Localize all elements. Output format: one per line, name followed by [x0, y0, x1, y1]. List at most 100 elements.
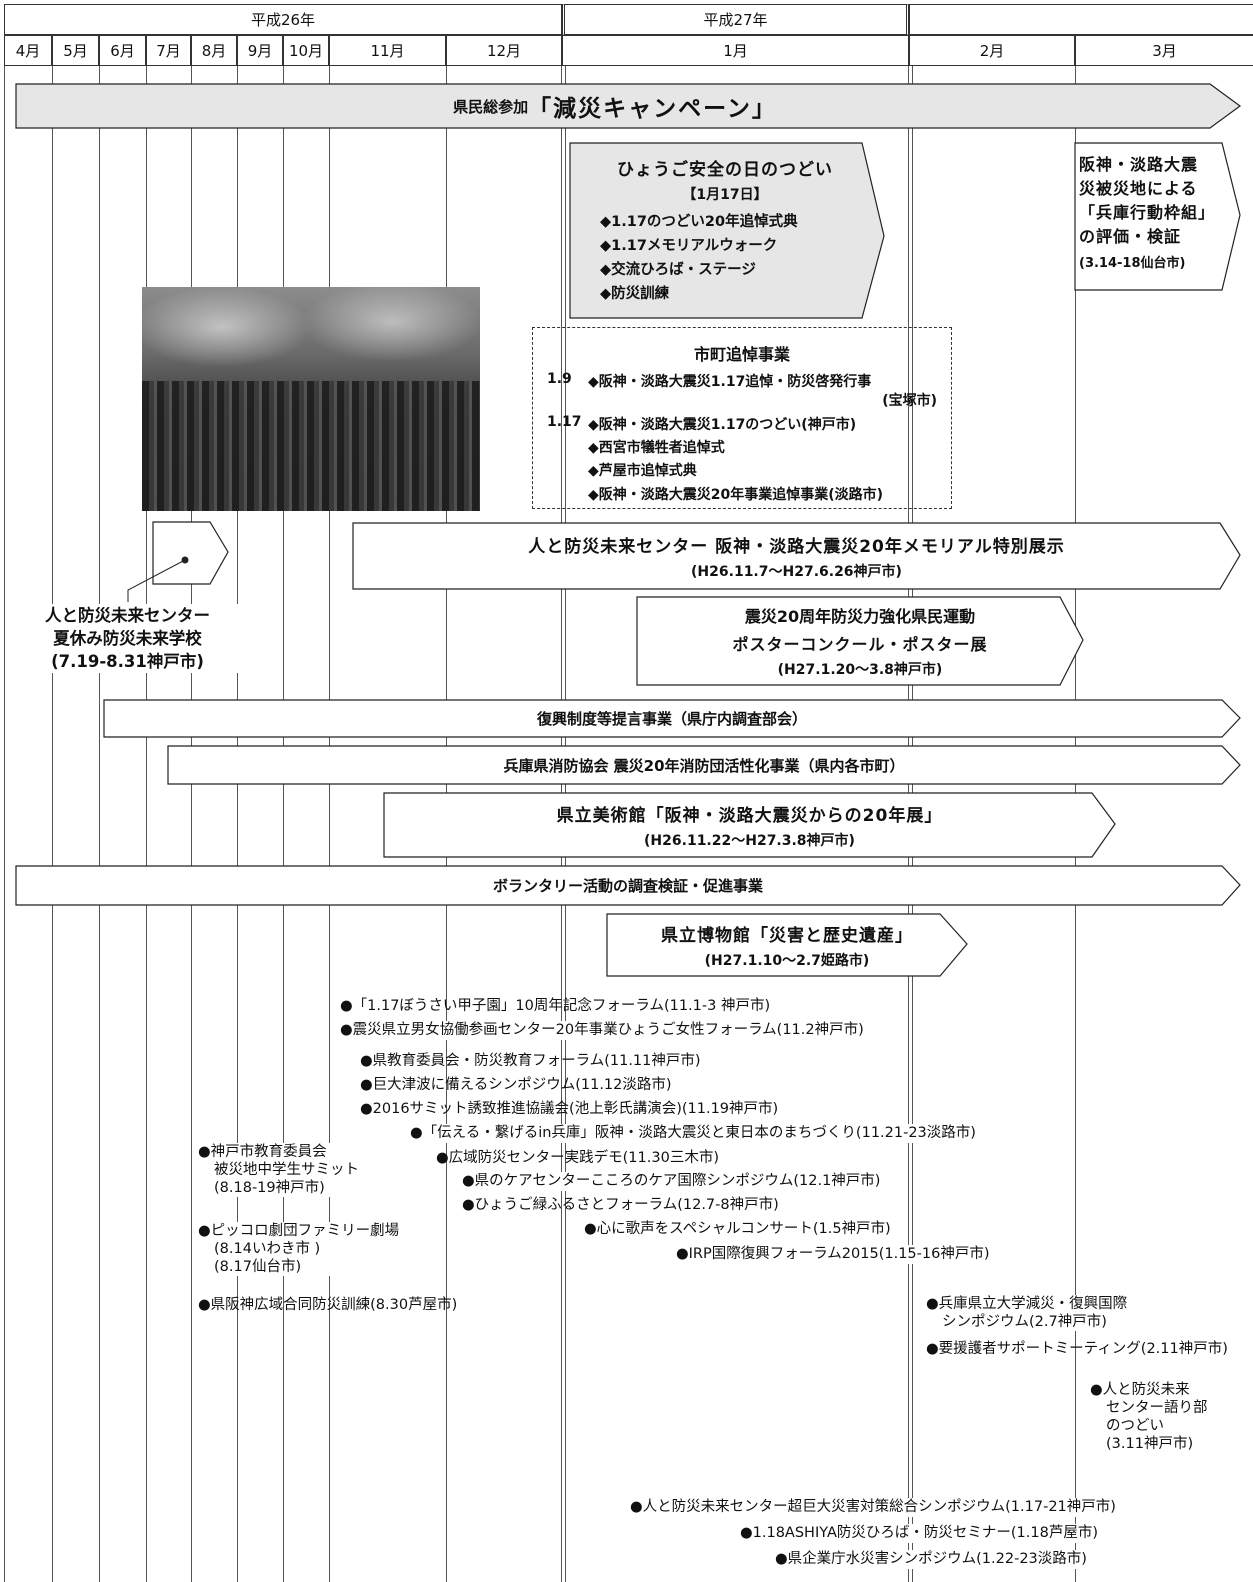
sendai-box: 阪神・淡路大震災被災地による「兵庫行動枠組」の評価・検証 (3.14-18仙台市…: [1079, 153, 1229, 271]
campaign-prefix: 県民総参加: [453, 97, 529, 116]
event-item: ●「伝える・繋げるin兵庫」阪神・淡路大震災と東日本のまちづくり(11.21-2…: [410, 1124, 976, 1143]
month-gridline: [99, 66, 100, 1582]
memorial-date-2: 1.17: [547, 414, 582, 430]
month-gridline: [191, 66, 192, 1582]
center-exhibit-title: 人と防災未来センター 阪神・淡路大震災20年メモリアル特別展示: [528, 536, 1065, 557]
tsudoi-item: ◆1.17メモリアルウォーク: [600, 238, 778, 254]
summit-line: (8.18-19神戸市): [214, 1180, 325, 1196]
kataribe-line: (3.11神戸市): [1106, 1436, 1194, 1452]
piccolo-line: (8.14いわき市 ): [214, 1241, 321, 1257]
kataribe-line: のつどい: [1106, 1418, 1164, 1434]
memorial-line-1: ◆阪神・淡路大震災1.17追悼・防災啓発行事: [588, 374, 872, 390]
univ-event: ●兵庫県立大学減災・復興国際シンポジウム(2.7神戸市): [926, 1295, 1186, 1331]
memorial-line-2: ◆阪神・淡路大震災1.17のつどい(神戸市): [588, 417, 857, 433]
tsudoi-items: ◆1.17のつどい20年追悼式典 ◆1.17メモリアルウォーク ◆交流ひろば・ステー…: [600, 210, 870, 306]
event-item: ●ひょうご緑ふるさとフォーラム(12.7-8神戸市): [462, 1197, 779, 1213]
kataribe-event: ●人と防災未来センター語り部のつどい(3.11神戸市): [1090, 1381, 1230, 1453]
month-header: 8月: [191, 35, 237, 66]
piccolo-line: (8.17仙台市): [214, 1259, 302, 1275]
history-museum-sub: (H27.1.10～2.7姫路市): [704, 952, 870, 969]
fire-label: 兵庫県消防協会 震災20年消防団活性化事業（県内各市町）: [503, 756, 905, 775]
history-museum-label: 県立博物館「災害と歴史遺産」 (H27.1.10～2.7姫路市): [607, 914, 967, 976]
month-header: 9月: [237, 35, 283, 66]
month-header: 6月: [99, 35, 146, 66]
event-item: ●県教育委員会・防災教育フォーラム(11.11神戸市): [360, 1053, 701, 1069]
summit-event: ●神戸市教育委員会被災地中学生サミット (8.18-19神戸市): [198, 1143, 398, 1197]
campaign-title: 「減災キャンペーン」: [528, 96, 777, 122]
piccolo-event: ●ピッコロ劇団ファミリー劇場 (8.14いわき市 ) (8.17仙台市): [198, 1222, 438, 1276]
memorial-line-4: ◆芦屋市追悼式典: [588, 463, 697, 479]
event-item: ●IRP国際復興フォーラム2015(1.15-16神戸市): [676, 1245, 990, 1264]
month-gridline: [4, 66, 5, 1582]
center-exhibit-sub: (H26.11.7～H27.6.26神戸市): [691, 563, 902, 580]
event-item: ●心に歌声をスペシャルコンサート(1.5神戸市): [584, 1220, 891, 1239]
event-item: ●広域防災センター実践デモ(11.30三木市): [436, 1150, 719, 1166]
poster-label: 震災20周年防災力強化県民運動 ポスターコンクール・ポスター展 (H27.1.2…: [637, 597, 1083, 685]
poster-line-2: ポスターコンクール・ポスター展: [732, 635, 988, 654]
kataribe-line: センター語り部: [1106, 1400, 1208, 1416]
event-item: ●1.18ASHIYA防災ひろば・防災セミナー(1.18芦屋市): [740, 1524, 1098, 1543]
campaign-label: 県民総参加 「減災キャンペーン」: [380, 84, 850, 128]
sendai-line: 災被災地による: [1079, 179, 1198, 198]
tsudoi-box: ひょうご安全の日のつどい 【1月17日】 ◆1.17のつどい20年追悼式典◆1.…: [580, 155, 870, 306]
sendai-lines: 阪神・淡路大震災被災地による「兵庫行動枠組」の評価・検証: [1079, 153, 1229, 249]
piccolo-line: ●ピッコロ劇団ファミリー劇場: [198, 1223, 400, 1239]
art-museum-label: 県立美術館「阪神・淡路大震災からの20年展」 (H26.11.22～H27.3.…: [384, 793, 1115, 857]
month-header: 3月: [1075, 35, 1253, 66]
summer-school-line: (7.19-8.31神戸市): [51, 652, 204, 671]
event-item: ●2016サミット誘致推進協議会(池上彰氏講演会)(11.19神戸市): [360, 1101, 779, 1117]
era-label: 平成27年: [703, 11, 768, 29]
tsudoi-item: ◆1.17のつどい20年追悼式典: [600, 214, 798, 230]
history-museum-title: 県立博物館「災害と歴史遺産」: [661, 925, 913, 946]
month-header: 1月: [562, 35, 909, 66]
support-event: ●要援護者サポートミーティング(2.11神戸市): [926, 1341, 1228, 1357]
month-gridline: [329, 66, 330, 1582]
art-museum-title: 県立美術館「阪神・淡路大震災からの20年展」: [556, 805, 943, 826]
univ-line: シンポジウム(2.7神戸市): [942, 1314, 1107, 1330]
volunteer-label: ボランタリー活動の調査検証・促進事業: [492, 877, 763, 895]
memorial-line-3: ◆西宮市犠牲者追悼式: [588, 440, 725, 456]
month-gridline: [283, 66, 284, 1582]
ceremony-photo: [142, 287, 480, 511]
memorial-line-5: ◆阪神・淡路大震災20年事業追悼事業(淡路市): [588, 487, 884, 503]
sendai-line: の評価・検証: [1079, 227, 1182, 246]
era-label: 平成26年: [250, 11, 316, 29]
event-item: ●県企業庁水災害シンポジウム(1.22-23淡路市): [775, 1550, 1087, 1569]
month-header: 4月: [4, 35, 52, 66]
month-header: 5月: [52, 35, 99, 66]
month-header: 2月: [909, 35, 1075, 66]
tsudoi-title: ひょうご安全の日のつどい: [617, 160, 833, 180]
summer-school-line: 夏休み防災未来学校: [53, 629, 202, 648]
month-header: 10月: [283, 35, 329, 66]
event-item: ●巨大津波に備えるシンポジウム(11.12淡路市): [360, 1077, 672, 1093]
event-item: ●「1.17ぼうさい甲子園」10周年記念フォーラム(11.1-3 神戸市): [340, 998, 771, 1014]
drill-event: ●県阪神広域合同防災訓練(8.30芦屋市): [198, 1297, 458, 1313]
art-museum-sub: (H26.11.22～H27.3.8神戸市): [644, 832, 855, 849]
event-item: ●県のケアセンターこころのケア国際シンポジウム(12.1神戸市): [462, 1172, 881, 1191]
univ-line: ●兵庫県立大学減災・復興国際: [926, 1296, 1128, 1312]
memorial-box: 市町追悼事業 1.9 ◆阪神・淡路大震災1.17追悼・防災啓発行事 (宝塚市) …: [532, 327, 952, 509]
summit-line: ●神戸市教育委員会: [198, 1144, 327, 1160]
month-header: 11月: [329, 35, 446, 66]
tsudoi-item: ◆交流ひろば・ステージ: [600, 262, 756, 278]
month-gridline: [237, 66, 238, 1582]
era-header-2015: 平成27年: [562, 4, 909, 35]
fukko-label: 復興制度等提言事業（県庁内調査部会）: [536, 710, 807, 728]
poster-line-1: 震災20周年防災力強化県民運動: [744, 607, 976, 626]
era-header-2014: 平成26年: [4, 4, 562, 35]
tsudoi-item: ◆防災訓練: [600, 286, 670, 302]
sendai-sub: (3.14-18仙台市): [1079, 256, 1186, 271]
month-header: 12月: [446, 35, 562, 66]
center-exhibit-label: 人と防災未来センター 阪神・淡路大震災20年メモリアル特別展示 (H26.11.…: [353, 523, 1240, 589]
memorial-title: 市町追悼事業: [693, 345, 790, 364]
summit-line: 被災地中学生サミット: [214, 1162, 359, 1178]
summer-school-line: 人と防災未来センター: [45, 606, 210, 625]
era-header-empty: [909, 4, 1253, 35]
event-item: ●人と防災未来センター超巨大災害対策総合シンポジウム(1.17-21神戸市): [630, 1498, 1116, 1517]
memorial-date-1: 1.9: [547, 371, 572, 387]
month-gridline: [52, 66, 53, 1582]
month-header: 7月: [146, 35, 191, 66]
poster-sub: (H27.1.20～3.8神戸市): [777, 662, 943, 678]
memorial-line-1b: (宝塚市): [882, 393, 937, 409]
summer-school-label: 人と防災未来センター夏休み防災未来学校 (7.19-8.31神戸市): [10, 604, 245, 673]
